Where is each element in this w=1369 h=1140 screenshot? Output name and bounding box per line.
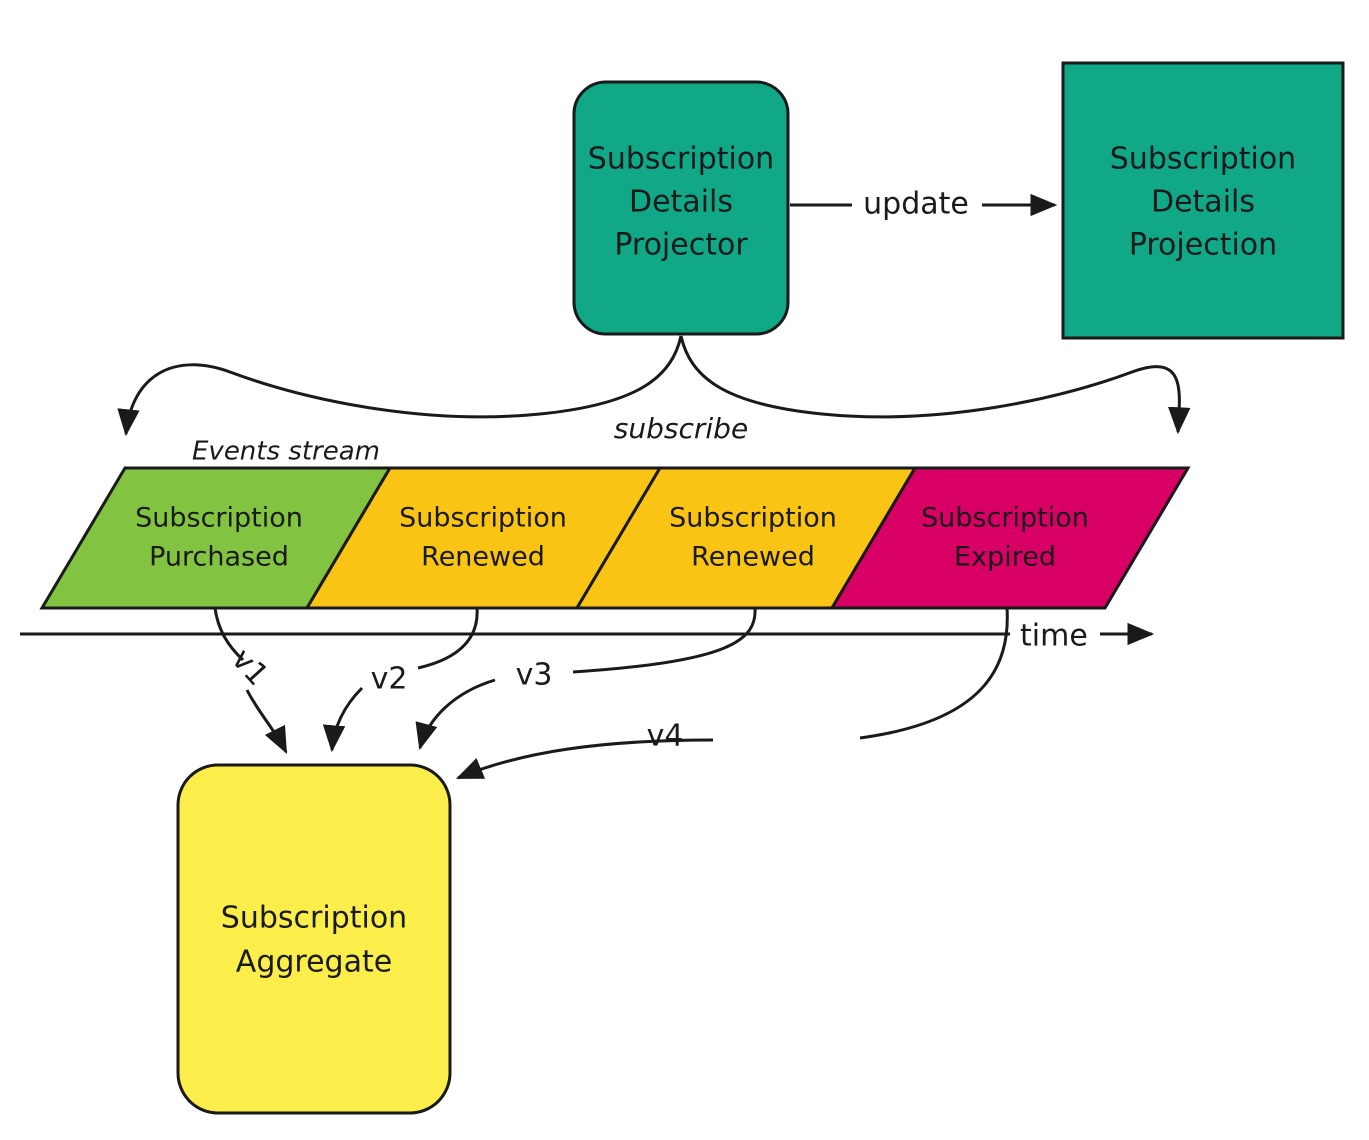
v3-edge-upper: [572, 607, 757, 674]
v2-label: v2: [371, 662, 408, 697]
projector-label-line3: Projector: [614, 228, 748, 263]
event-item-1[interactable]: Subscription Renewed: [304, 466, 663, 610]
edge-subscribe: subscribe: [117, 335, 1191, 445]
event-3-label-line2: Expired: [954, 542, 1056, 573]
v4-label: v4: [647, 719, 684, 754]
node-subscription-details-projection[interactable]: Subscription Details Projection: [1061, 61, 1345, 340]
v4-edge-upper: [859, 607, 1009, 740]
v4-edge-lower-arrow: [455, 738, 714, 780]
subscribe-edge-left-branch: [117, 335, 683, 437]
event-item-3[interactable]: Subscription Expired: [829, 466, 1191, 610]
v3-label: v3: [516, 658, 553, 693]
event-1-label-line1: Subscription: [399, 503, 567, 534]
projection-box-shape: [1061, 61, 1345, 340]
event-1-label-line2: Renewed: [421, 542, 545, 573]
event-0-label-line1: Subscription: [135, 503, 303, 534]
v1-edge-lower-arrow: [245, 689, 288, 755]
event-3-label-line1: Subscription: [921, 503, 1089, 534]
v2-edge-upper: [417, 607, 479, 670]
event-2-label-line2: Renewed: [691, 542, 815, 573]
update-edge-label: update: [863, 187, 969, 222]
subscribe-edge-label: subscribe: [614, 412, 748, 445]
aggregate-box-shape: [176, 763, 452, 1115]
event-2-label-line1: Subscription: [669, 503, 837, 534]
v2-edge-lower-arrow: [322, 686, 364, 753]
time-axis-label: time: [1020, 619, 1088, 654]
aggregate-label-line2: Aggregate: [236, 945, 392, 980]
edge-update: update: [790, 187, 1058, 222]
subscribe-edge-right-branch: [679, 335, 1191, 435]
version-edges: v1 v2 v3 v4: [213, 607, 1009, 780]
event-item-0[interactable]: Subscription Purchased: [39, 466, 393, 610]
projection-label-line3: Projection: [1129, 228, 1277, 263]
aggregate-label-line1: Subscription: [221, 901, 407, 936]
event-3-shape: [829, 466, 1191, 610]
events-stream: Subscription Purchased Subscription Rene…: [39, 466, 1191, 610]
node-subscription-details-projector[interactable]: Subscription Details Projector: [572, 80, 790, 336]
projector-label-line1: Subscription: [588, 142, 774, 177]
projector-label-line2: Details: [629, 185, 733, 220]
v1-edge-upper: [213, 607, 245, 662]
projection-label-line1: Subscription: [1110, 142, 1296, 177]
projection-label-line2: Details: [1151, 185, 1255, 220]
node-subscription-aggregate[interactable]: Subscription Aggregate: [176, 763, 452, 1115]
event-0-label-line2: Purchased: [149, 542, 289, 573]
v3-edge-lower-arrow: [415, 678, 496, 751]
events-stream-caption: Events stream: [192, 437, 380, 467]
time-axis: time: [20, 619, 1155, 654]
projector-box-shape: [572, 80, 790, 336]
